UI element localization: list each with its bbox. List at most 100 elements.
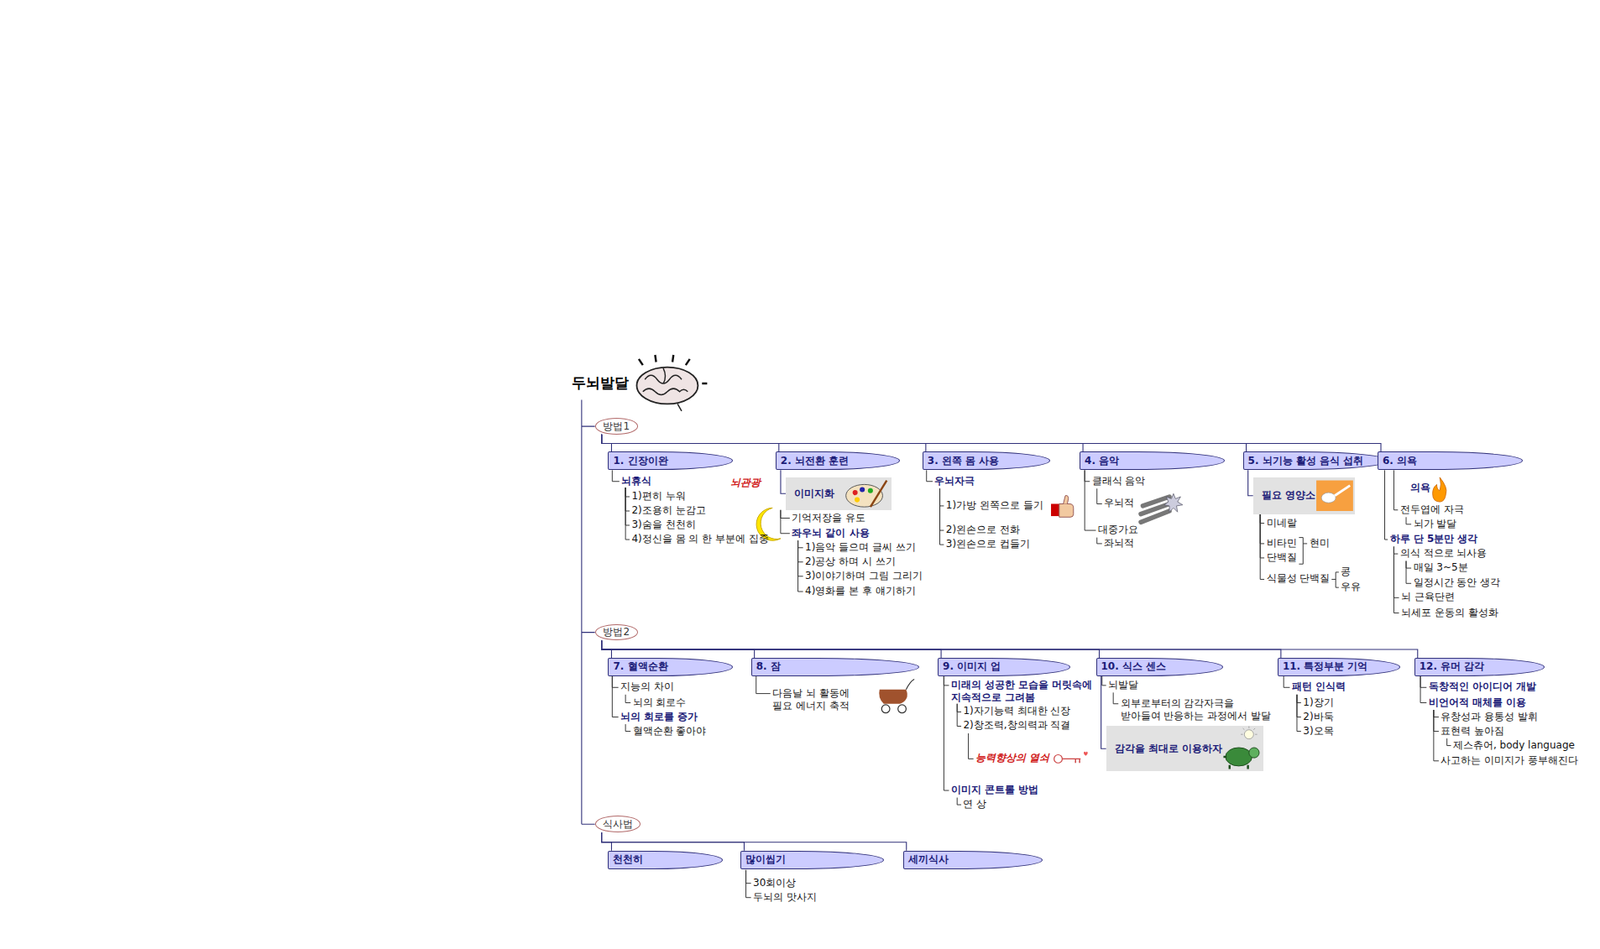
tree-line (756, 676, 771, 695)
tree-line (625, 487, 630, 497)
spoon-icon (1316, 481, 1354, 512)
topic-banner: 1. 긴장이완 (607, 451, 733, 471)
palette-icon (870, 481, 887, 508)
callout-note: 뇌관광 (730, 476, 761, 490)
subheading: 뇌의 회로를 증가 (620, 711, 698, 724)
node-text: 천천히 (612, 852, 644, 868)
box-icons (846, 481, 1354, 770)
branch-item: 2)공상 하며 시 쓰기 (805, 555, 896, 569)
node-text: 식사법 (602, 817, 633, 832)
key-icon (1083, 752, 1088, 757)
tree-line (1097, 488, 1103, 504)
tree-line (625, 487, 630, 512)
tree-line (956, 798, 962, 806)
tree-line (1393, 547, 1399, 599)
branch-item: 표현력 높아짐 (1440, 725, 1505, 738)
key-icon (1054, 755, 1063, 764)
node-text: 많이씹기 (745, 852, 786, 868)
stroller-icon (881, 705, 890, 714)
branch-item: 우뇌적 (1103, 496, 1135, 510)
stroller-icon (898, 705, 907, 714)
tree-line (943, 676, 949, 686)
node-text: 방법2 (602, 625, 630, 640)
branch-item: 4)영화를 본 후 얘기하기 (805, 585, 916, 598)
tree-line (1393, 547, 1399, 614)
node-text: 3. 왼쪽 몸 사용 (927, 454, 999, 469)
layout-layer (581, 355, 1452, 899)
tree-line (968, 733, 974, 759)
flame-icon (1432, 477, 1447, 502)
branch-item: 대중가요 (1098, 523, 1139, 537)
topic-banner: 3. 왼쪽 몸 사용 (922, 451, 1051, 471)
node-text: 감각을 최대로 이용하자 (1114, 742, 1223, 757)
branch-item: 3)숨을 천천히 (631, 518, 696, 532)
tree-line (780, 510, 790, 519)
highlight-box: 이미지화 (785, 477, 892, 511)
tree-line (625, 695, 631, 704)
tree-line (1420, 676, 1427, 704)
brain-icon (637, 355, 708, 412)
node-text: 7. 혈액순환 (612, 659, 668, 675)
branch-item: 사고하는 이미지가 풍부해진다 (1440, 754, 1579, 768)
tree-line (1260, 514, 1265, 581)
topic-banner: 12. 유머 감각 (1414, 658, 1546, 677)
tree-line (625, 487, 630, 540)
branch-item: 두뇌의 맛사지 (752, 891, 817, 905)
node-text: 1. 긴장이완 (612, 454, 668, 469)
tree-line (798, 540, 804, 563)
tree-lines (611, 470, 1451, 898)
branch-item: 유창성과 융통성 발휘 (1440, 711, 1538, 724)
tree-line (1433, 710, 1439, 762)
edge-layer (601, 434, 1418, 852)
branch-item: 미네랄 (1266, 517, 1297, 530)
bracket (1331, 572, 1339, 588)
branch-item: 의식 적으로 뇌사용 (1400, 547, 1488, 560)
branch-item: 3)오목 (1302, 725, 1334, 738)
tree-line (1102, 676, 1107, 686)
branch-connector (601, 832, 907, 852)
branch-item: 전두엽에 자극 (1400, 503, 1465, 517)
branch-item: 30회이상 (752, 877, 796, 890)
topic-banner: 10. 식스 센스 (1096, 658, 1224, 677)
subheading: 좌우뇌 같이 사용 (791, 527, 869, 540)
tree-line (956, 704, 962, 713)
node-text: 이미지화 (794, 486, 835, 502)
palette-icon (846, 481, 888, 508)
topic-banner: 5. 뇌기능 활성 음식 섭취 (1243, 451, 1390, 471)
branch-item: 1)자기능력 최대한 신장 (962, 705, 1071, 718)
turtle-icon (1223, 757, 1248, 770)
tree-line (1296, 695, 1302, 704)
branch-item: 뇌의 회로수 (632, 696, 687, 710)
tree-line (611, 676, 618, 718)
brain-icon (637, 367, 699, 405)
subheading: 비언어적 매체를 이용 (1428, 696, 1527, 710)
branch-item: 2)조용히 눈감고 (631, 504, 706, 518)
speaker-icon (1164, 493, 1183, 513)
speaker-icon (1140, 496, 1170, 523)
branch-item: 기억저장을 유도 (791, 512, 866, 525)
tree-line (1283, 676, 1290, 688)
branch-connector (601, 832, 612, 852)
subheading: 독창적인 아이디어 개발 (1428, 680, 1537, 694)
tree-line (1447, 738, 1452, 747)
branch-item: 식물성 단백질 (1266, 572, 1331, 586)
stroller-icon (878, 690, 908, 705)
topic-banner: 8. 잠 (751, 658, 921, 677)
branch-item: 1)편히 누워 (631, 490, 685, 503)
tree-line (1260, 514, 1265, 559)
tree-line (1433, 710, 1439, 718)
tree-line (1260, 514, 1265, 544)
branch-item: 뇌 근육단련 (1401, 590, 1455, 604)
tree-line (926, 470, 933, 482)
turtle-icon (1225, 747, 1253, 767)
branch-item: 2)바둑 (1302, 711, 1334, 724)
method-oval: 식사법 (595, 815, 641, 832)
topic-banner: 세끼식사 (903, 851, 1044, 870)
branch-item: 뇌발달 (1108, 679, 1139, 692)
node-text: 6. 의욕 (1382, 454, 1417, 469)
tree-line (1084, 470, 1090, 482)
topic-banner: 많이씹기 (740, 851, 884, 870)
topic-banner: 7. 혈액순환 (607, 658, 733, 677)
